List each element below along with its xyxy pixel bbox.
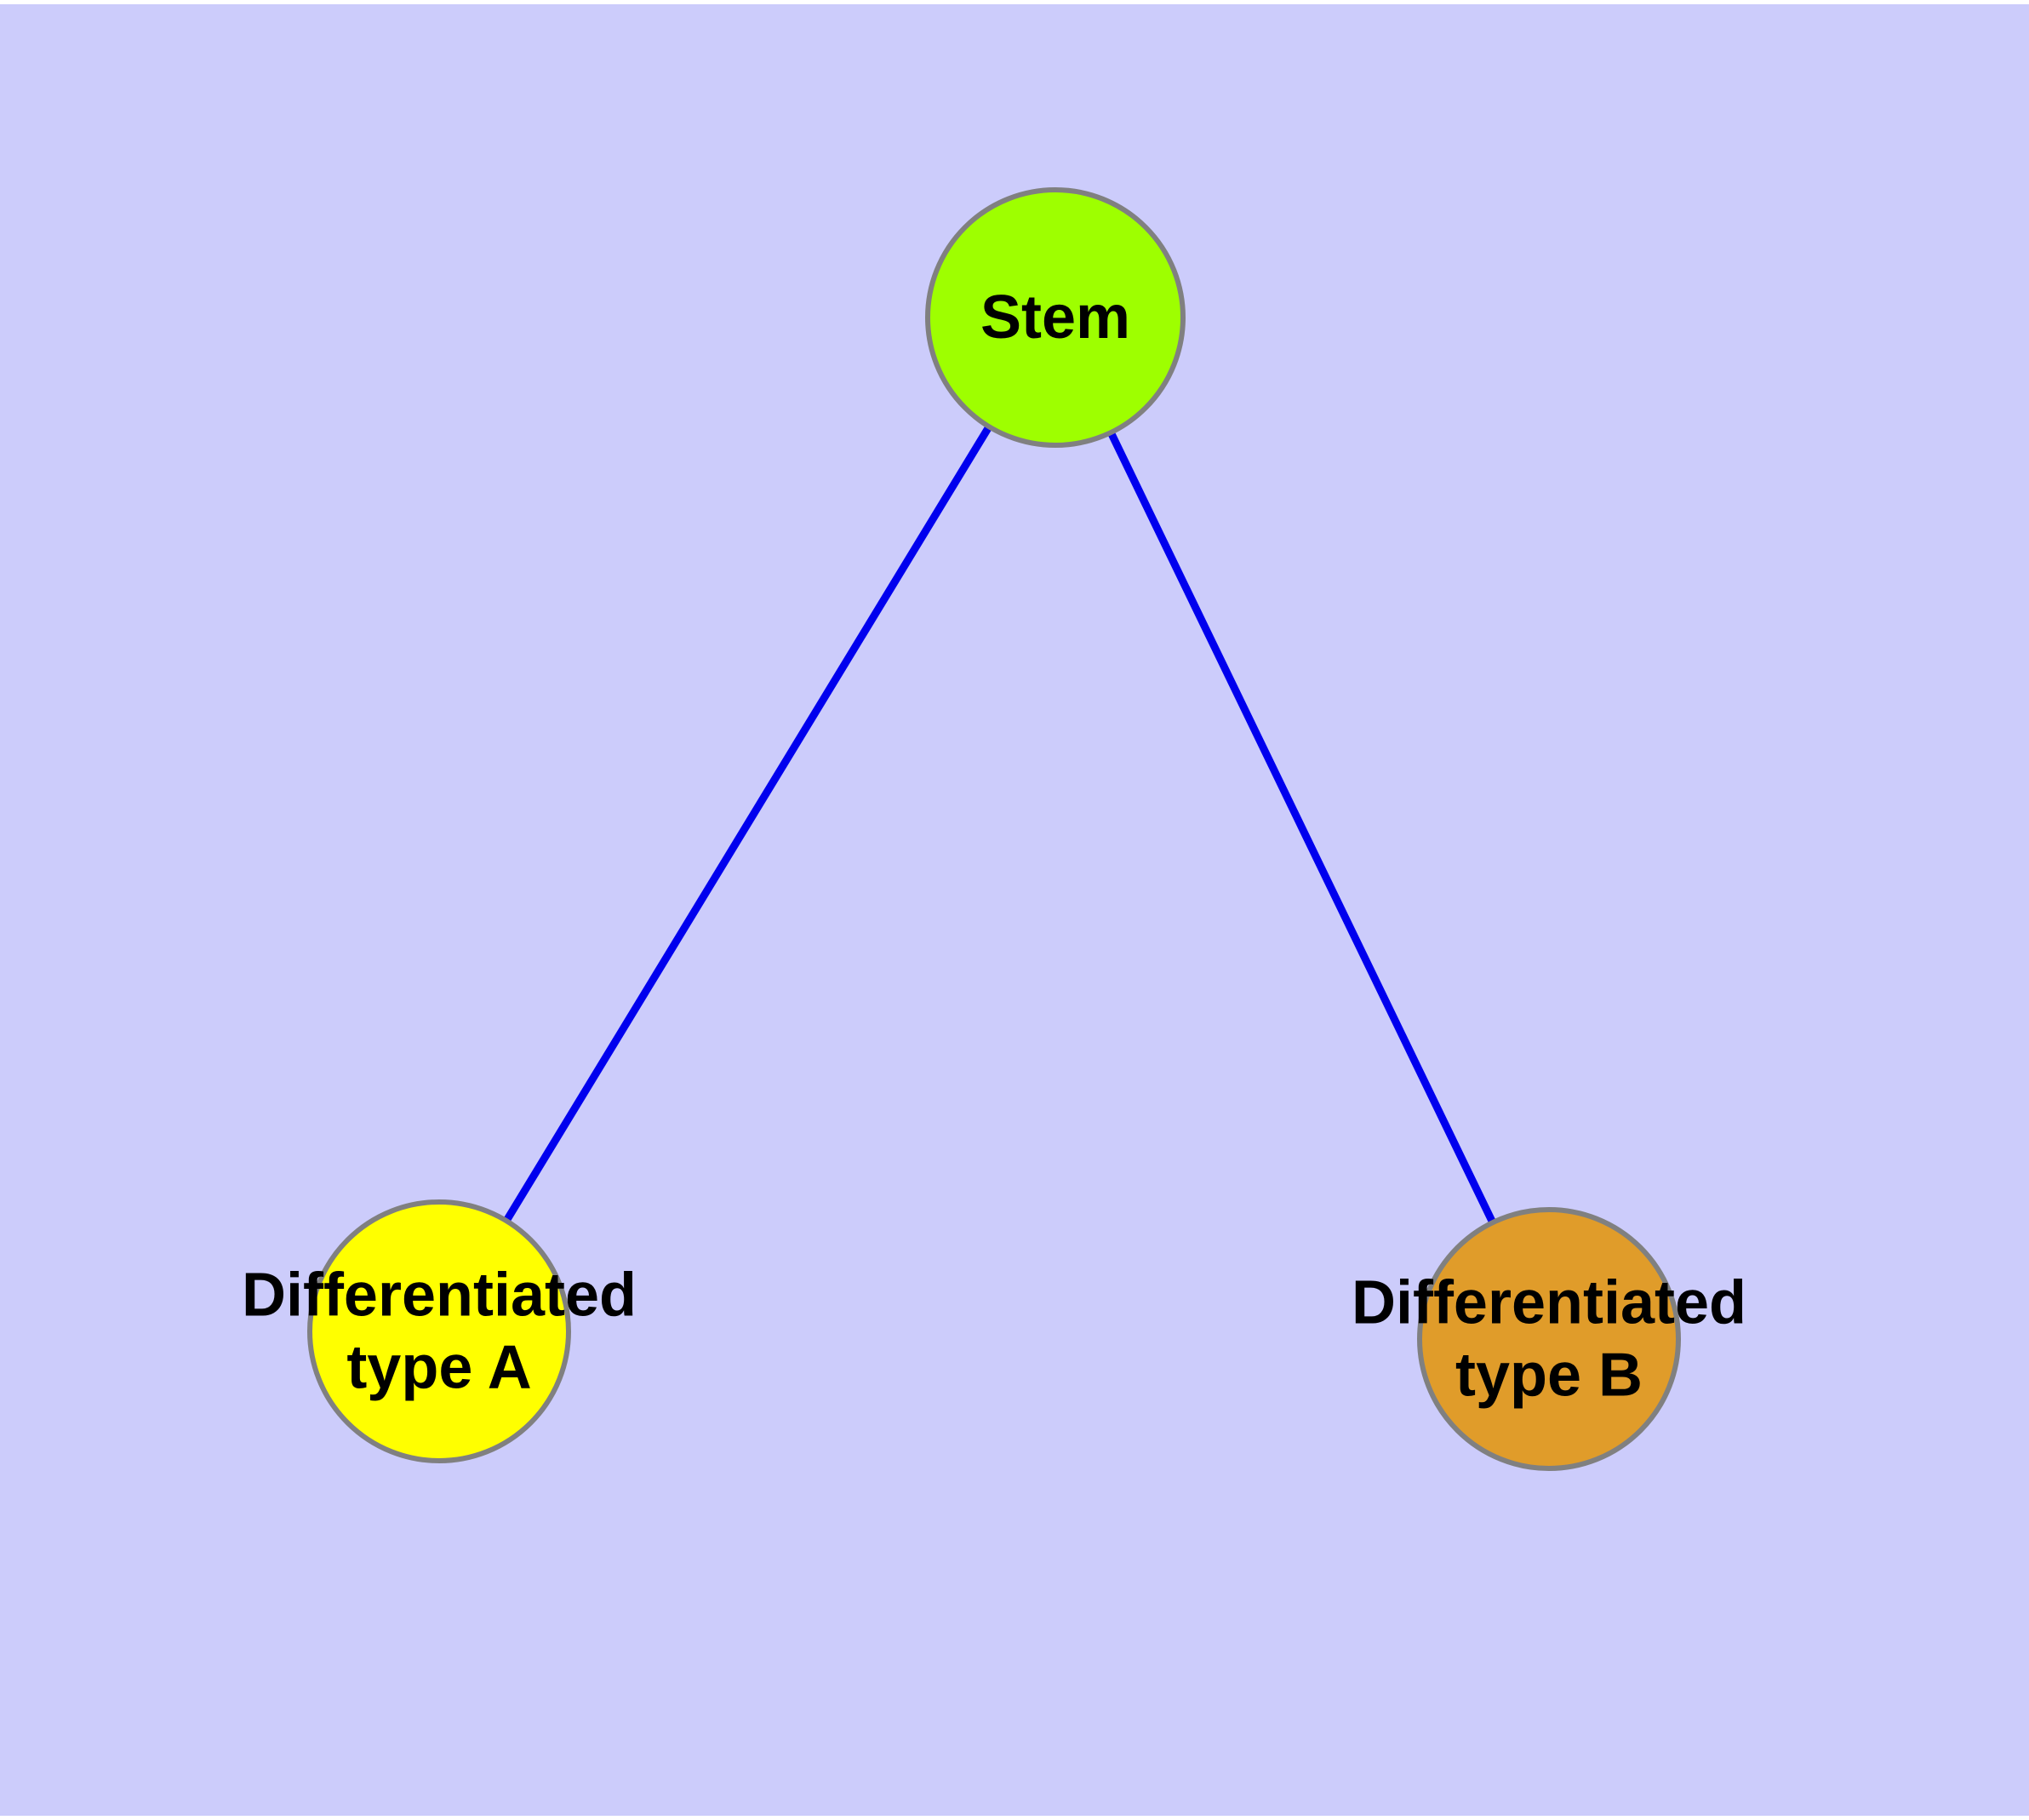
- edges-layer: [503, 425, 1496, 1224]
- node-label-line: type B: [1455, 1341, 1643, 1409]
- node-label-line: Stem: [980, 283, 1130, 352]
- edge-stem-diff-a[interactable]: [503, 425, 992, 1222]
- node-label-line: Differentiated: [242, 1261, 637, 1329]
- node-circle-diff_a[interactable]: [307, 1199, 571, 1463]
- edge-stem-diff-b[interactable]: [1107, 432, 1496, 1224]
- node-label-stem: Stem: [980, 283, 1130, 352]
- node-label-line: Differentiated: [1352, 1268, 1746, 1336]
- graph-node-stem[interactable]: Stem: [925, 187, 1186, 448]
- node-label-line: type A: [346, 1333, 531, 1401]
- node-circle-diff_b[interactable]: [1417, 1207, 1681, 1471]
- node-circle-stem[interactable]: [925, 187, 1186, 448]
